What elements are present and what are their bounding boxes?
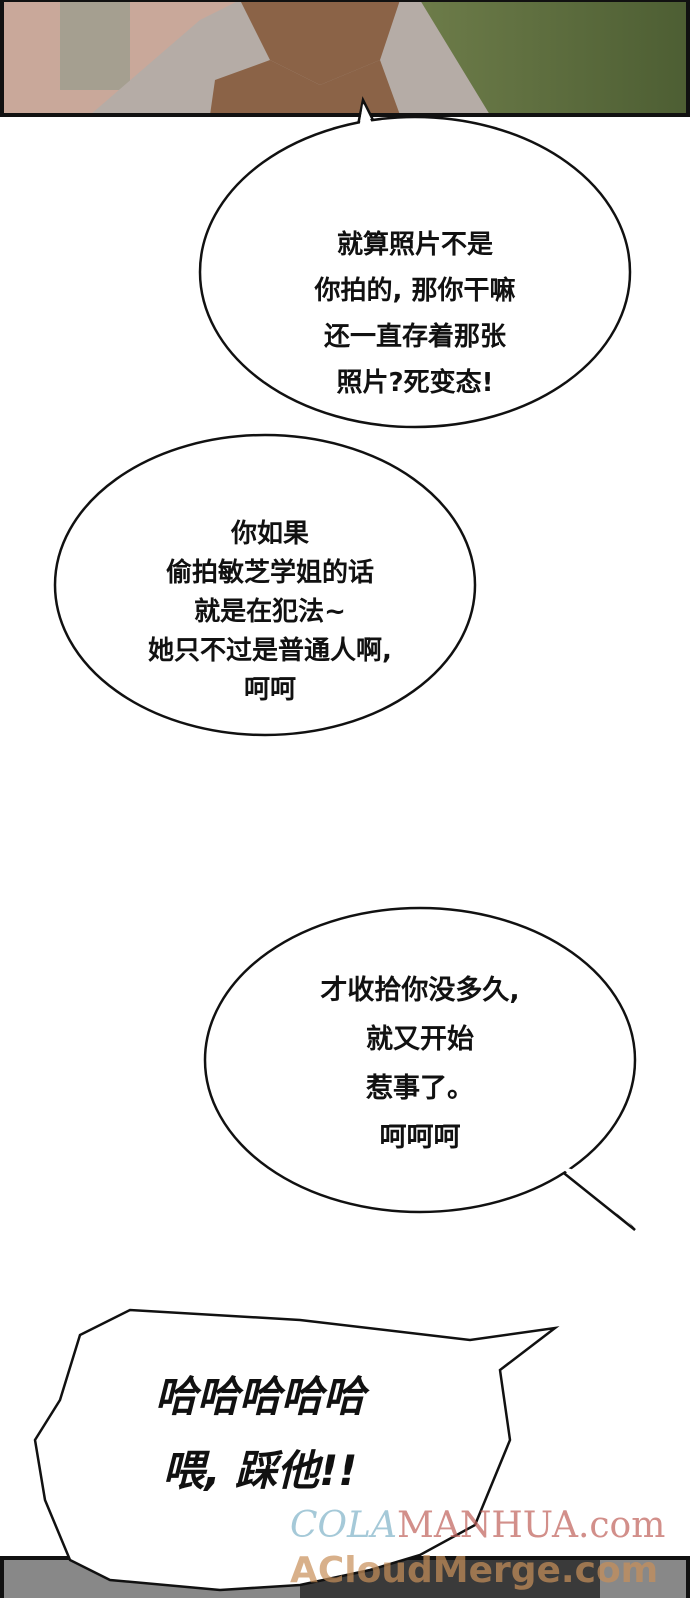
speech-bubble-4 <box>33 1308 560 1592</box>
speech-bubble-1 <box>198 96 632 429</box>
watermark-line-2: ACloudMerge.com <box>290 1550 659 1591</box>
dialogue-line: 就又开始 <box>366 1024 474 1055</box>
speech-bubble-3 <box>203 906 637 1231</box>
watermark-cola: COLA <box>290 1505 397 1546</box>
dialogue-line: 就算照片不是 <box>336 230 493 260</box>
dialogue-line: 你拍的, 那你干嘛 <box>314 276 516 306</box>
dialogue-line: 呵呵 <box>243 675 296 705</box>
dialogue-line: 就是在犯法~ <box>194 597 346 627</box>
dialogue-line: 照片?死变态! <box>336 368 494 398</box>
speech-bubble-2 <box>53 433 477 737</box>
dialogue-line: 你如果 <box>230 519 309 549</box>
dialogue-line: 呵呵呵 <box>379 1122 461 1153</box>
dialogue-line: 惹事了。 <box>366 1073 474 1104</box>
bubble-3-text: 才收拾你没多久, 就又开始 惹事了。 呵呵呵 <box>240 966 600 1162</box>
watermark-manhua: MANHUA.com <box>396 1505 666 1546</box>
dialogue-line: 偷拍敏芝学姐的话 <box>165 558 374 588</box>
bubble-2-text: 你如果 偷拍敏芝学姐的话 就是在犯法~ 她只不过是普通人啊, 呵呵 <box>70 515 470 710</box>
watermark-line-1: COLAMANHUA.com <box>290 1505 665 1546</box>
dialogue-line: 她只不过是普通人啊, <box>148 636 392 666</box>
top-panel <box>0 0 690 117</box>
dialogue-line: 喂, 踩他!! <box>162 1446 358 1495</box>
bubble-1-text: 就算照片不是 你拍的, 那你干嘛 还一直存着那张 照片?死变态! <box>250 222 580 406</box>
dialogue-line: 才收拾你没多久, <box>320 975 520 1006</box>
dialogue-line: 哈哈哈哈哈 <box>154 1372 365 1421</box>
bubble-4-text: 哈哈哈哈哈 喂, 踩他!! <box>90 1360 430 1508</box>
dialogue-line: 还一直存着那张 <box>323 322 506 352</box>
